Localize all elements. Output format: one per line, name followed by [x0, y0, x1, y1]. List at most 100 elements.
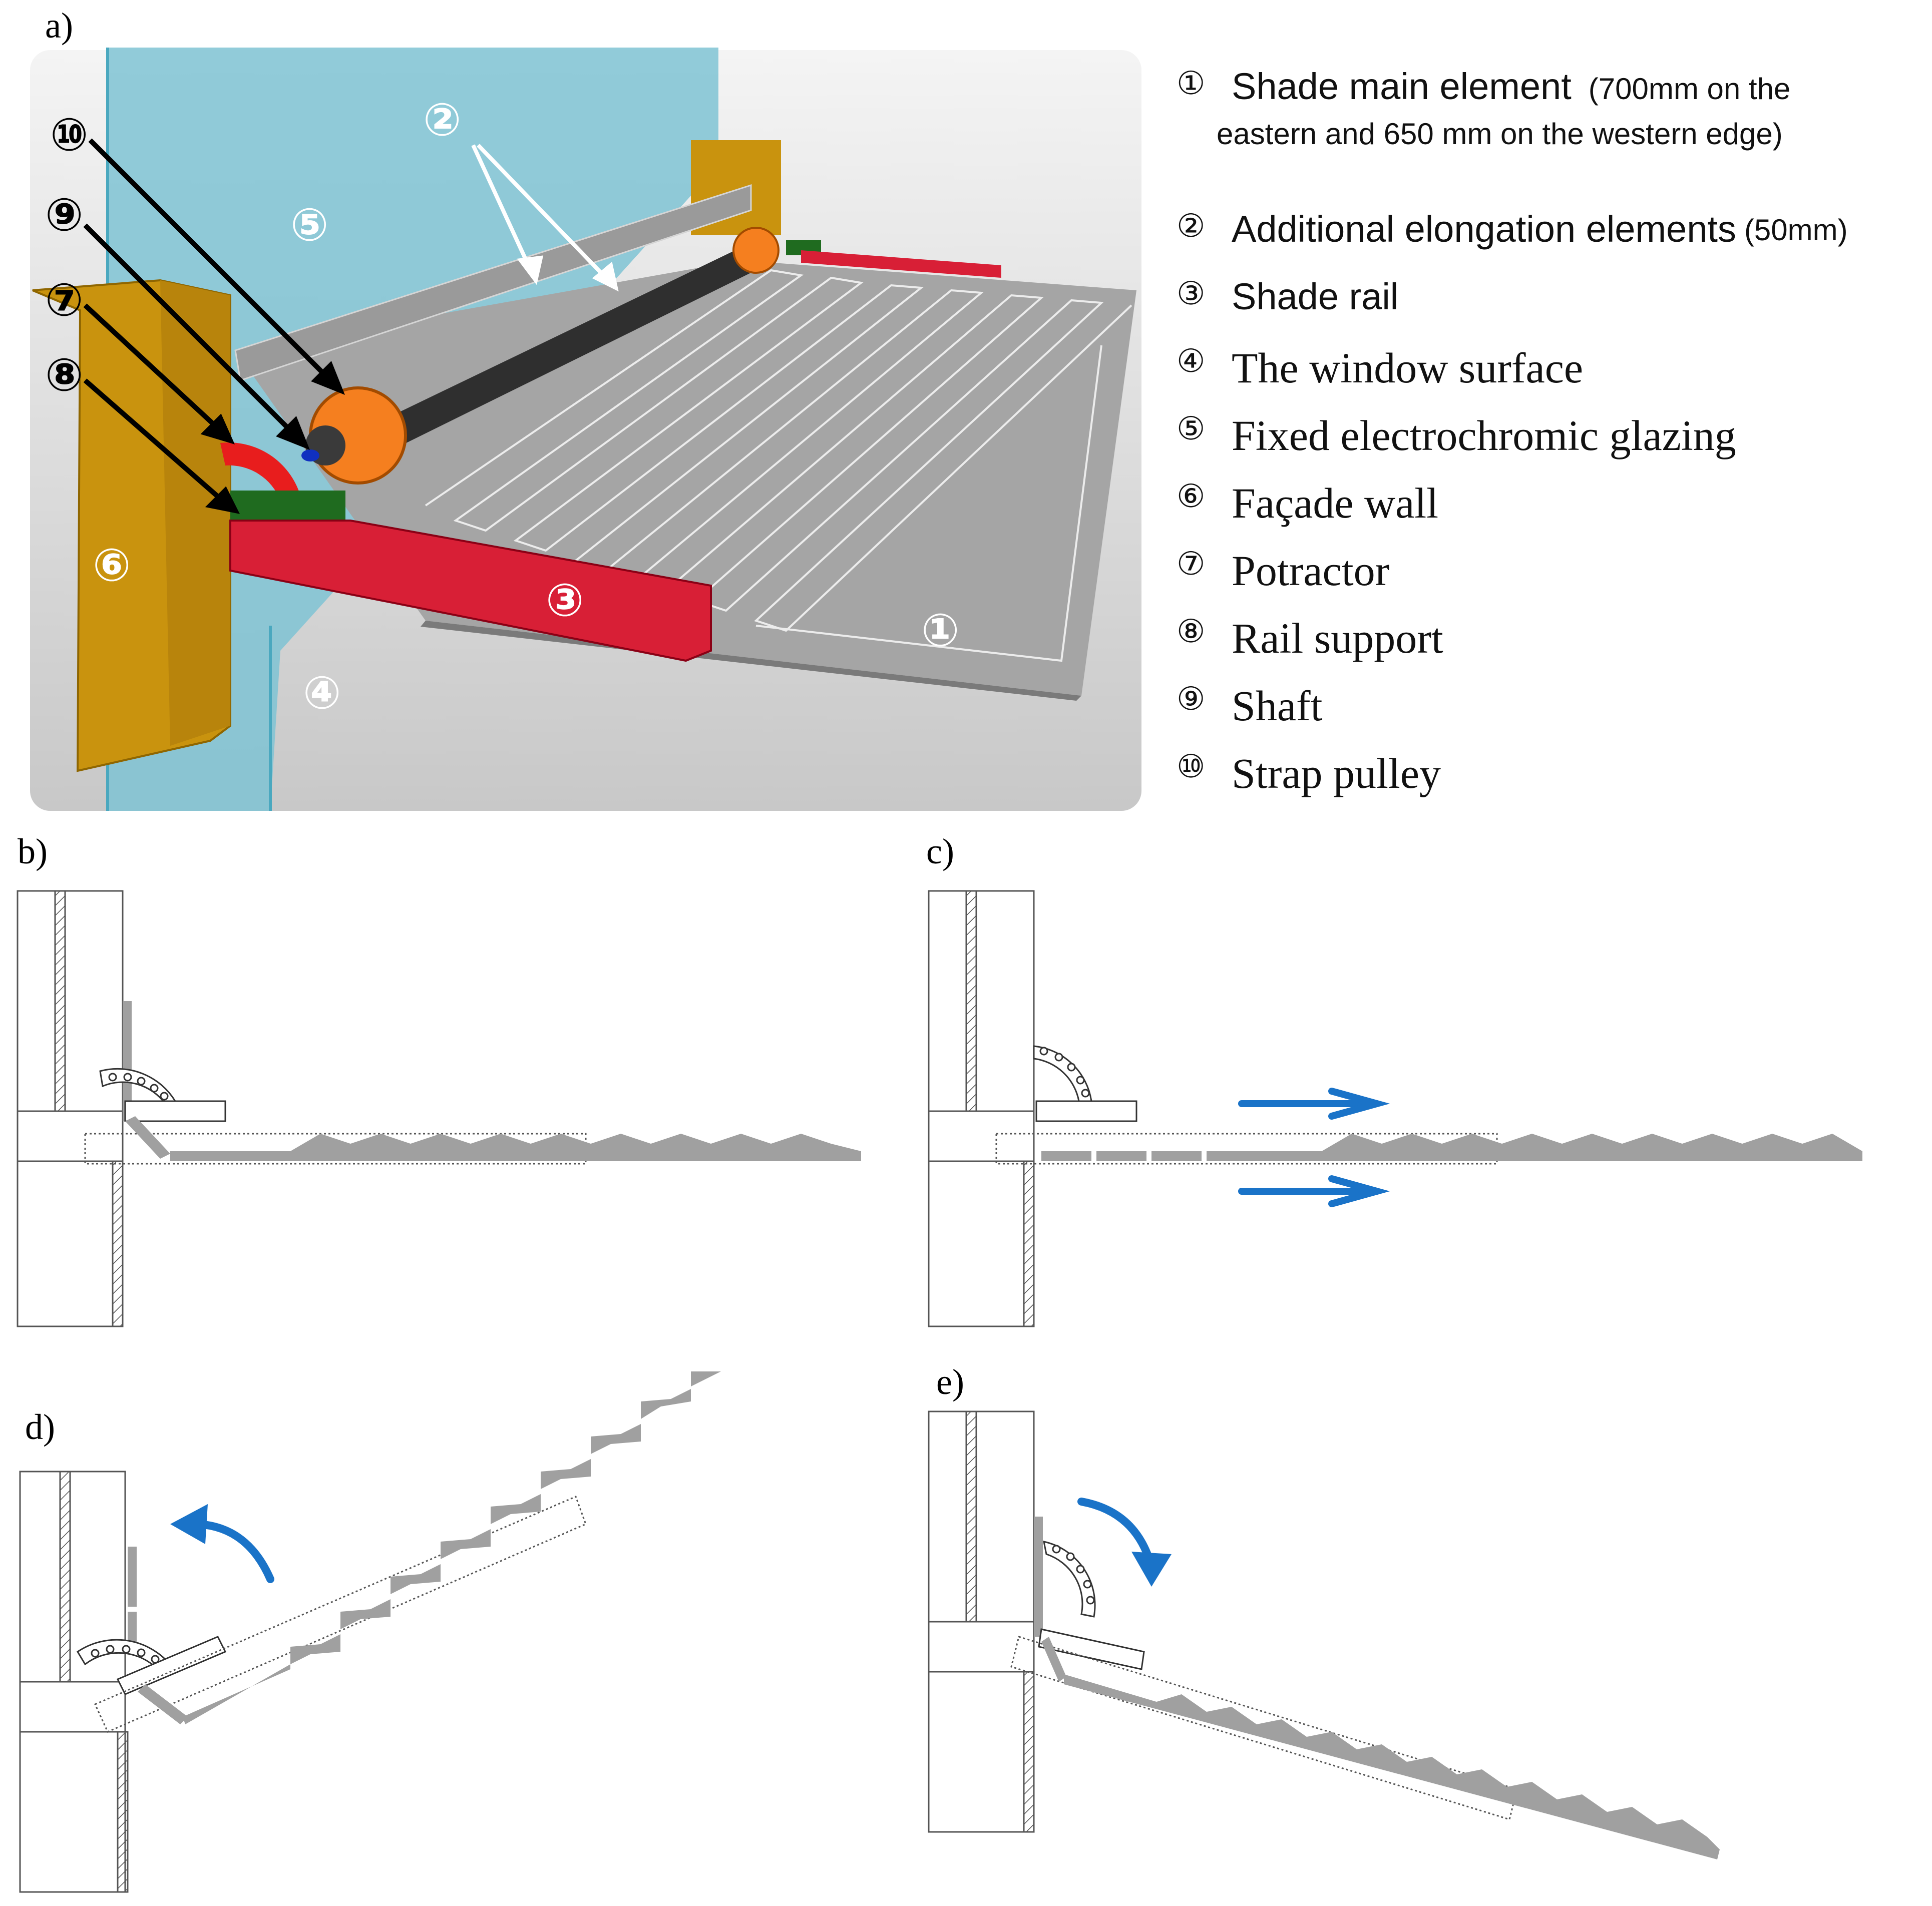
strap-pulley-right [732, 227, 780, 274]
legend-text: Shade main element [1232, 66, 1572, 107]
arrow-9 [83, 223, 297, 437]
glass-upper [965, 1410, 977, 1623]
wall-lower [928, 1160, 1035, 1327]
callout-10: ⑩ [50, 109, 88, 161]
window-frame-stub [1034, 1517, 1043, 1637]
legend-num: ⑤ [1177, 410, 1206, 447]
wall-lower [17, 1160, 124, 1327]
callout-5: ⑤ [290, 199, 328, 251]
legend-text: Potractor [1232, 547, 1390, 595]
callout-1: ① [921, 604, 959, 657]
arrow-7 [83, 303, 222, 432]
elongation-segments [1041, 1151, 1202, 1161]
shade-back-board [234, 184, 752, 381]
glass-upper [59, 1471, 71, 1683]
hinge-link [138, 1684, 188, 1724]
panel-b-section [17, 890, 861, 1327]
legend-text: Rail support [1232, 614, 1443, 662]
panel-label-a: a) [45, 6, 73, 46]
shade-rail [229, 520, 712, 662]
legend-text: Shaft [1232, 682, 1323, 730]
shade-sawtooth [1064, 1674, 1720, 1859]
wall-lower [928, 1671, 1035, 1833]
callout-7: ⑦ [45, 274, 83, 326]
callout-9: ⑨ [45, 189, 83, 241]
legend-item-5: ⑤ Fixed electrochromic glazing [1177, 410, 1736, 460]
legend-item-2: ② Additional elongation elements (50mm) [1177, 208, 1848, 250]
legend-item-10: ⑩ Strap pulley [1177, 748, 1441, 798]
panel-c-section [928, 890, 1862, 1327]
legend-item-3: ③ Shade rail [1177, 275, 1398, 318]
legend-item-1: ① Shade main element (700mm on the easte… [1177, 65, 1790, 151]
legend-text: Façade wall [1232, 479, 1439, 527]
glass-upper [965, 890, 977, 1112]
shade-board [1038, 1628, 1145, 1670]
legend-num: ⑦ [1177, 546, 1206, 583]
panel-label-e: e) [936, 1362, 964, 1402]
window-frame-stub [123, 1001, 132, 1121]
arrow-2a [471, 144, 533, 271]
hinge-link [125, 1116, 170, 1159]
shade-rail-right [801, 250, 1001, 278]
panel-label-d: d) [25, 1407, 55, 1447]
legend-text: The window surface [1232, 344, 1584, 392]
hinge-link [1041, 1637, 1066, 1682]
arrow-10 [88, 138, 332, 382]
legend-text: Additional elongation elements [1232, 208, 1736, 250]
legend-item-6: ⑥ Façade wall [1177, 478, 1438, 528]
glass-lower [117, 1731, 129, 1893]
legend-item-4: ④ The window surface [1177, 343, 1583, 393]
legend-text: Strap pulley [1232, 749, 1441, 797]
legend-num: ⑧ [1177, 613, 1206, 650]
shade-sawtooth [183, 1371, 721, 1724]
arrow-2b [477, 144, 610, 282]
shade-board [1035, 1100, 1137, 1122]
arrow-8 [83, 378, 227, 505]
rail-dotted [1010, 1636, 1518, 1820]
legend-num: ③ [1177, 275, 1206, 312]
legend-num: ① [1177, 65, 1206, 102]
arrow-right-bottom [1238, 1175, 1390, 1207]
shade-sawtooth [170, 1134, 861, 1161]
legend-text: Fixed electrochromic glazing [1232, 411, 1736, 459]
shade-board [124, 1100, 226, 1122]
arrow-rotate-down-head [1131, 1552, 1172, 1587]
legend-text: Shade rail [1232, 276, 1399, 317]
window-frame-stub [128, 1547, 137, 1607]
legend-num: ⑥ [1177, 478, 1206, 515]
legend-num: ⑨ [1177, 681, 1206, 718]
callout-2: ② [423, 94, 461, 146]
glass-lower [1023, 1671, 1035, 1833]
legend-num: ⑩ [1177, 748, 1206, 785]
glass-lower [112, 1160, 124, 1327]
arrow-rotate-up-head [170, 1504, 208, 1544]
potractor [220, 442, 300, 501]
legend-num: ② [1177, 208, 1206, 245]
callout-8: ⑧ [45, 349, 83, 401]
legend-item-8: ⑧ Rail support [1177, 613, 1443, 663]
glass-lower [1023, 1160, 1035, 1327]
legend-item-9: ⑨ Shaft [1177, 681, 1323, 731]
slab [19, 1681, 126, 1733]
wall-upper [928, 1410, 1035, 1623]
arrow-right-top [1238, 1088, 1390, 1120]
shaft-end [301, 449, 319, 461]
panel-label-b: b) [18, 831, 48, 871]
shade-slats [425, 269, 1132, 662]
wall-upper [928, 890, 1035, 1112]
slab [17, 1110, 124, 1162]
legend-item-7: ⑦ Potractor [1177, 546, 1389, 596]
wall-lower [19, 1731, 126, 1893]
legend-note: (50mm) [1744, 213, 1848, 247]
legend-note-2: eastern and 650 mm on the western edge) [1217, 117, 1783, 151]
shade-board [116, 1636, 227, 1695]
slab [928, 1110, 1035, 1162]
panel-d-section [19, 1371, 721, 1893]
panel-e-section [928, 1410, 1720, 1859]
callout-3: ③ [546, 574, 584, 627]
callout-4: ④ [303, 667, 341, 719]
panel-a-render: ⑩ ⑨ ⑦ ⑧ ② ⑤ ⑥ ③ ④ ① [30, 48, 1141, 811]
shade-sawtooth [1207, 1134, 1862, 1161]
glass-upper [54, 890, 66, 1112]
panel-label-c: c) [926, 831, 954, 871]
